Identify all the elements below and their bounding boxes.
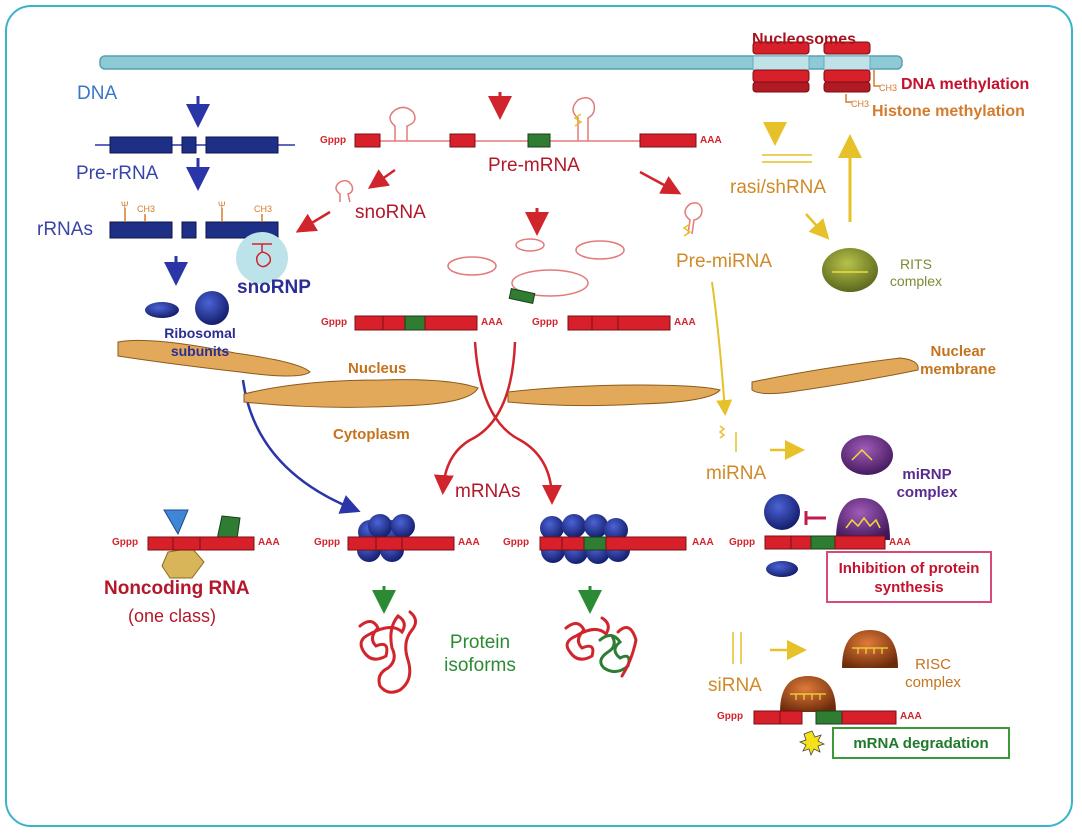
ch3-rrna-label-1: CH3 <box>137 204 156 214</box>
protein-isoforms-label: Protein isoforms <box>444 632 516 676</box>
aaa-sirna-target: AAA <box>900 711 922 722</box>
ch3-histone-label: CH3 <box>851 99 870 109</box>
pre-mrna-label: Pre-mRNA <box>488 155 580 176</box>
ribosomal-subunits-label: Ribosomal subunits <box>164 325 236 359</box>
pre-mirna-hairpin <box>684 202 703 235</box>
aaa-ribo1: AAA <box>458 537 480 548</box>
ribosomal-subunit-large <box>195 291 229 325</box>
rasi-shrna-label: rasi/shRNA <box>730 177 827 198</box>
aaa-mrna2: AAA <box>674 317 696 328</box>
arrow-mrna2-export <box>433 341 517 495</box>
mrnas-label: mRNAs <box>455 481 521 502</box>
mirna-label: miRNA <box>706 463 767 484</box>
inhibition-label: Inhibition of protein synthesis <box>838 560 980 596</box>
gppp-ribo1: Gppp <box>314 537 341 548</box>
pre-rrna-gene <box>95 136 295 154</box>
spliced-introns <box>447 238 625 304</box>
snorna-label: snoRNA <box>355 202 426 223</box>
inhibition-box: Inhibition of protein synthesis <box>826 551 992 603</box>
sirna-label: siRNA <box>708 675 762 696</box>
gppp-ribo2: Gppp <box>503 537 530 548</box>
ribosome-complex-2 <box>539 514 687 564</box>
aaa-ribo2: AAA <box>692 537 714 548</box>
dna-methyl-tick <box>873 70 880 87</box>
gppp-mirna-target: Gppp <box>729 537 756 548</box>
rits-complex-label: RITS complex <box>889 256 943 289</box>
histone-methyl-tick <box>845 94 852 103</box>
protein-isoform-1 <box>358 610 417 694</box>
mirnp-complex-particle <box>841 435 893 475</box>
arrow-premrna-to-snorna <box>367 168 396 189</box>
nucleosome-1 <box>752 41 810 93</box>
arrow-snorna-to-snornp <box>295 210 331 233</box>
mirna-duplex <box>718 425 737 452</box>
mrna-degradation-box: mRNA degradation <box>832 727 1010 759</box>
noncoding-rna-label: Noncoding RNA <box>104 578 250 599</box>
nuclear-membrane <box>117 339 919 408</box>
protein-isoform-2 <box>564 616 638 678</box>
histone-methylation-label: Histone methylation <box>872 103 1025 120</box>
cytoplasm-label: Cytoplasm <box>333 426 410 443</box>
noncoding-rna-complex <box>147 509 255 579</box>
gppp-mrna2: Gppp <box>532 317 559 328</box>
aaa-mrna1: AAA <box>481 317 503 328</box>
arrow-rasi-to-rits <box>805 213 830 240</box>
gppp-sirna-target: Gppp <box>717 711 744 722</box>
gppp-ncrna: Gppp <box>112 537 139 548</box>
sirna-degradation-complex <box>753 676 897 757</box>
snorna-hairpin <box>335 179 354 203</box>
pre-mirna-label: Pre-miRNA <box>676 251 773 272</box>
mrna-isoform-2 <box>567 315 671 331</box>
pre-rrna-label: Pre-rRNA <box>76 163 159 184</box>
mrna-degradation-label: mRNA degradation <box>853 735 989 752</box>
dna-label: DNA <box>77 83 118 104</box>
ribosome-complex-1 <box>347 514 455 562</box>
nucleosomes-label: Nucleosomes <box>752 31 857 48</box>
snornp-label: snoRNP <box>237 277 311 298</box>
mrna-isoform-1 <box>354 315 478 331</box>
mirna-inhibition-complex <box>764 494 890 577</box>
gppp-mrna1: Gppp <box>321 317 348 328</box>
ch3-dna-label: CH3 <box>879 83 898 93</box>
aaa-mirna-target: AAA <box>889 537 911 548</box>
rrnas-label: rRNAs <box>37 219 93 240</box>
nucleosome-2 <box>823 41 871 93</box>
dna-strand <box>99 55 903 70</box>
ch3-rrna-label-2: CH3 <box>254 204 273 214</box>
pre-mirna-stem <box>682 223 692 237</box>
arrow-premrna-to-premirna <box>639 170 682 195</box>
risc-complex-label: RISC complex <box>905 656 961 691</box>
ribosomal-subunit-small <box>145 302 179 318</box>
nucleus-label: Nucleus <box>348 360 407 377</box>
psi-label-2: Ψ <box>218 200 226 210</box>
rrnas-molecules <box>109 208 279 239</box>
mirnp-complex-label: miRNP complex <box>896 466 958 501</box>
one-class-label: (one class) <box>128 606 217 626</box>
figure-frame <box>5 5 1073 827</box>
psi-label-1: Ψ <box>121 200 129 210</box>
sirna-duplex <box>732 632 742 664</box>
nuclear-membrane-label: Nuclear membrane <box>920 343 996 378</box>
snornp-particle <box>236 232 288 284</box>
gppp-premrna: Gppp <box>320 135 347 146</box>
rits-complex-particle <box>822 248 878 292</box>
pre-mrna-transcript <box>354 97 697 148</box>
risc-complex-particle <box>842 630 898 668</box>
arrow-mrna1-export <box>473 341 562 505</box>
arrow-premirna-to-mirna <box>711 281 733 416</box>
aaa-premrna: AAA <box>700 135 722 146</box>
rasi-shrna-duplex <box>762 154 812 163</box>
dna-methylation-label: DNA methylation <box>901 76 1030 93</box>
aaa-ncrna: AAA <box>258 537 280 548</box>
